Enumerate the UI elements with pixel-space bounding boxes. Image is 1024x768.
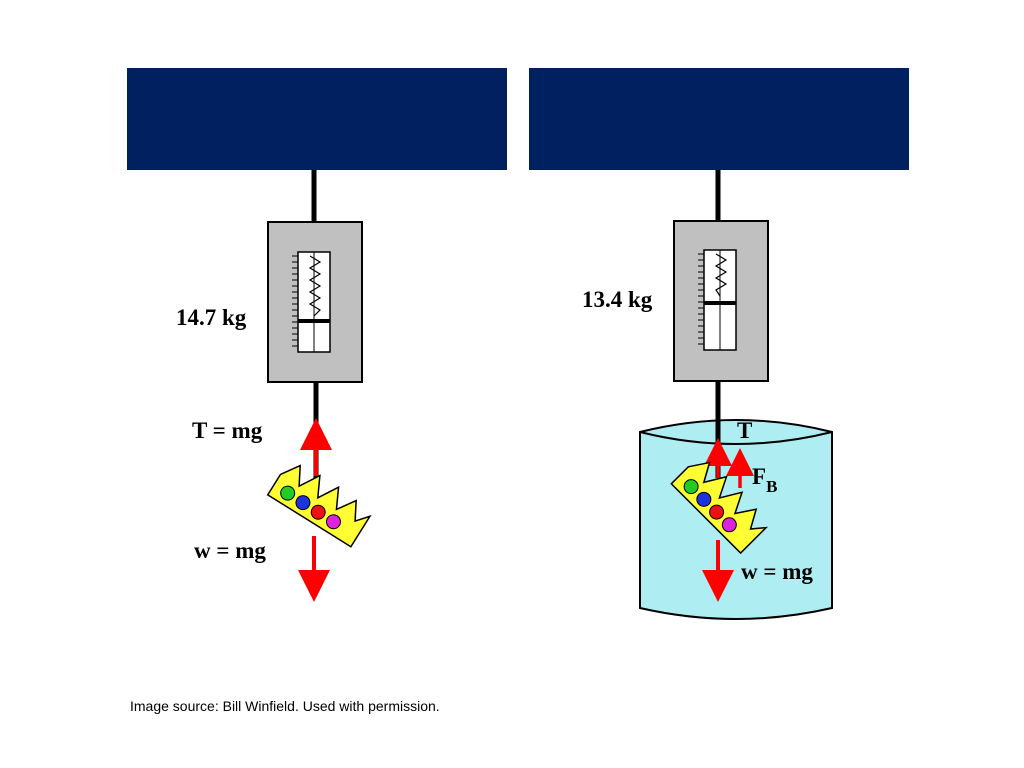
right-tension-label: T	[737, 418, 752, 443]
right-crown	[670, 461, 769, 555]
left-weight-label: w = mg	[194, 538, 266, 563]
right-scale-reading: 13.4 kg	[582, 287, 653, 312]
right-spring-scale	[673, 220, 769, 382]
left-crown	[266, 464, 372, 548]
left-scale-reading: 14.7 kg	[176, 305, 247, 330]
buoyant-force-label: FB	[752, 464, 777, 496]
image-source-caption: Image source: Bill Winfield. Used with p…	[130, 698, 440, 714]
left-ceiling-block	[127, 68, 507, 170]
right-scene: 13.4 kg T FB w = mg	[529, 68, 909, 620]
left-spring-scale	[267, 221, 363, 383]
left-tension-label: T = mg	[192, 418, 263, 443]
left-scene: 14.7 kg T = mg w = mg	[127, 68, 507, 602]
right-ceiling-block	[529, 68, 909, 170]
right-weight-label: w = mg	[741, 559, 813, 584]
